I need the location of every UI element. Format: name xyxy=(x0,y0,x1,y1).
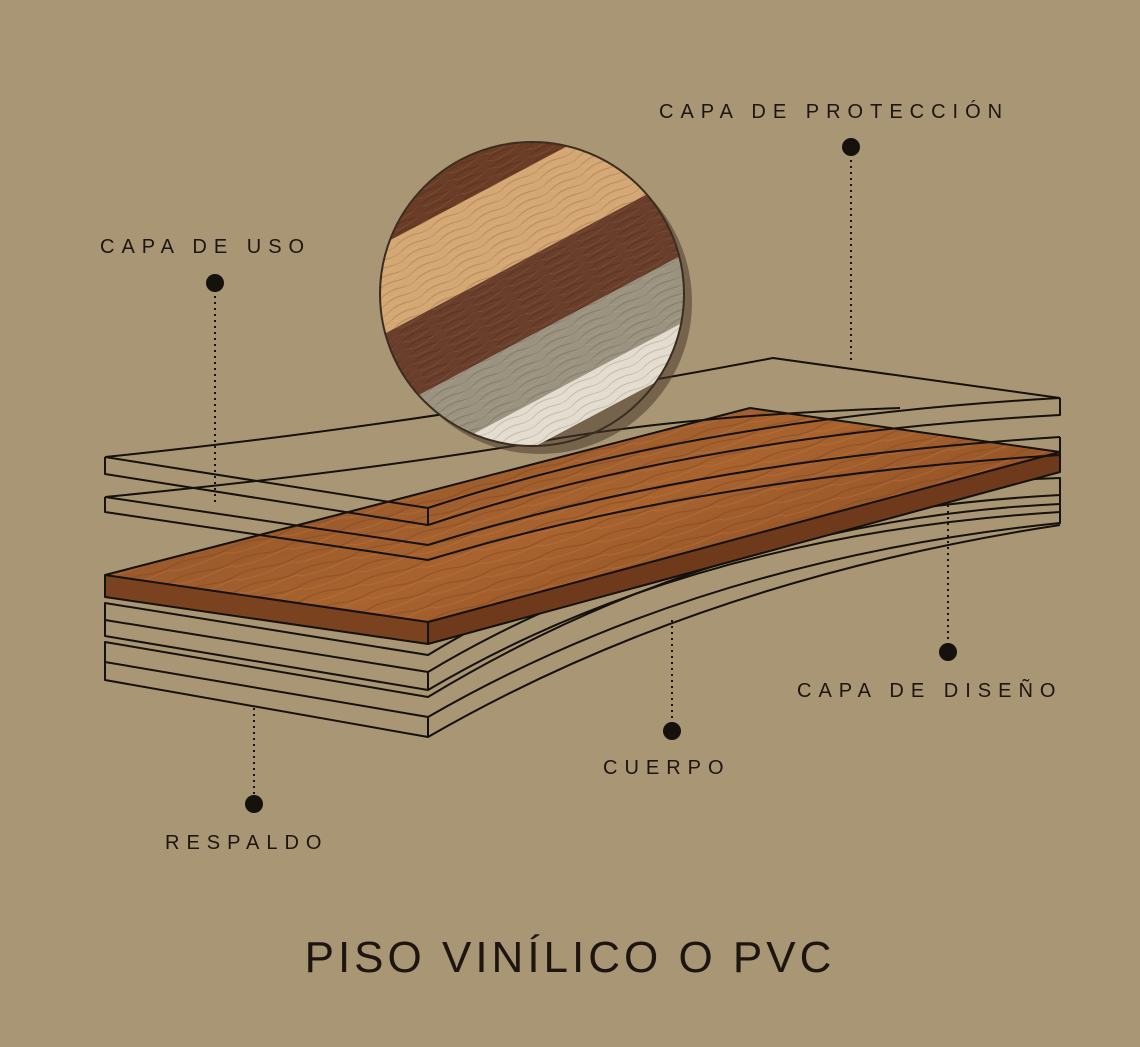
leader-cuerpo xyxy=(663,620,681,740)
marker-dot xyxy=(939,643,957,661)
label-proteccion: CAPA DE PROTECCIÓN xyxy=(659,100,1009,123)
page-title: PISO VINÍLICO O PVC xyxy=(305,933,836,982)
label-respaldo: RESPALDO xyxy=(165,832,328,854)
leader-uso xyxy=(206,274,224,505)
leader-respaldo xyxy=(245,708,263,813)
marker-dot xyxy=(206,274,224,292)
layer-diseno xyxy=(104,407,1061,645)
label-cuerpo: CUERPO xyxy=(603,757,731,779)
leader-diseno xyxy=(939,505,957,661)
leader-proteccion xyxy=(842,138,860,360)
marker-dot xyxy=(245,795,263,813)
marker-dot xyxy=(663,722,681,740)
marker-dot xyxy=(842,138,860,156)
label-diseno: CAPA DE DISEÑO xyxy=(797,678,1062,702)
label-uso: CAPA DE USO xyxy=(100,236,311,258)
